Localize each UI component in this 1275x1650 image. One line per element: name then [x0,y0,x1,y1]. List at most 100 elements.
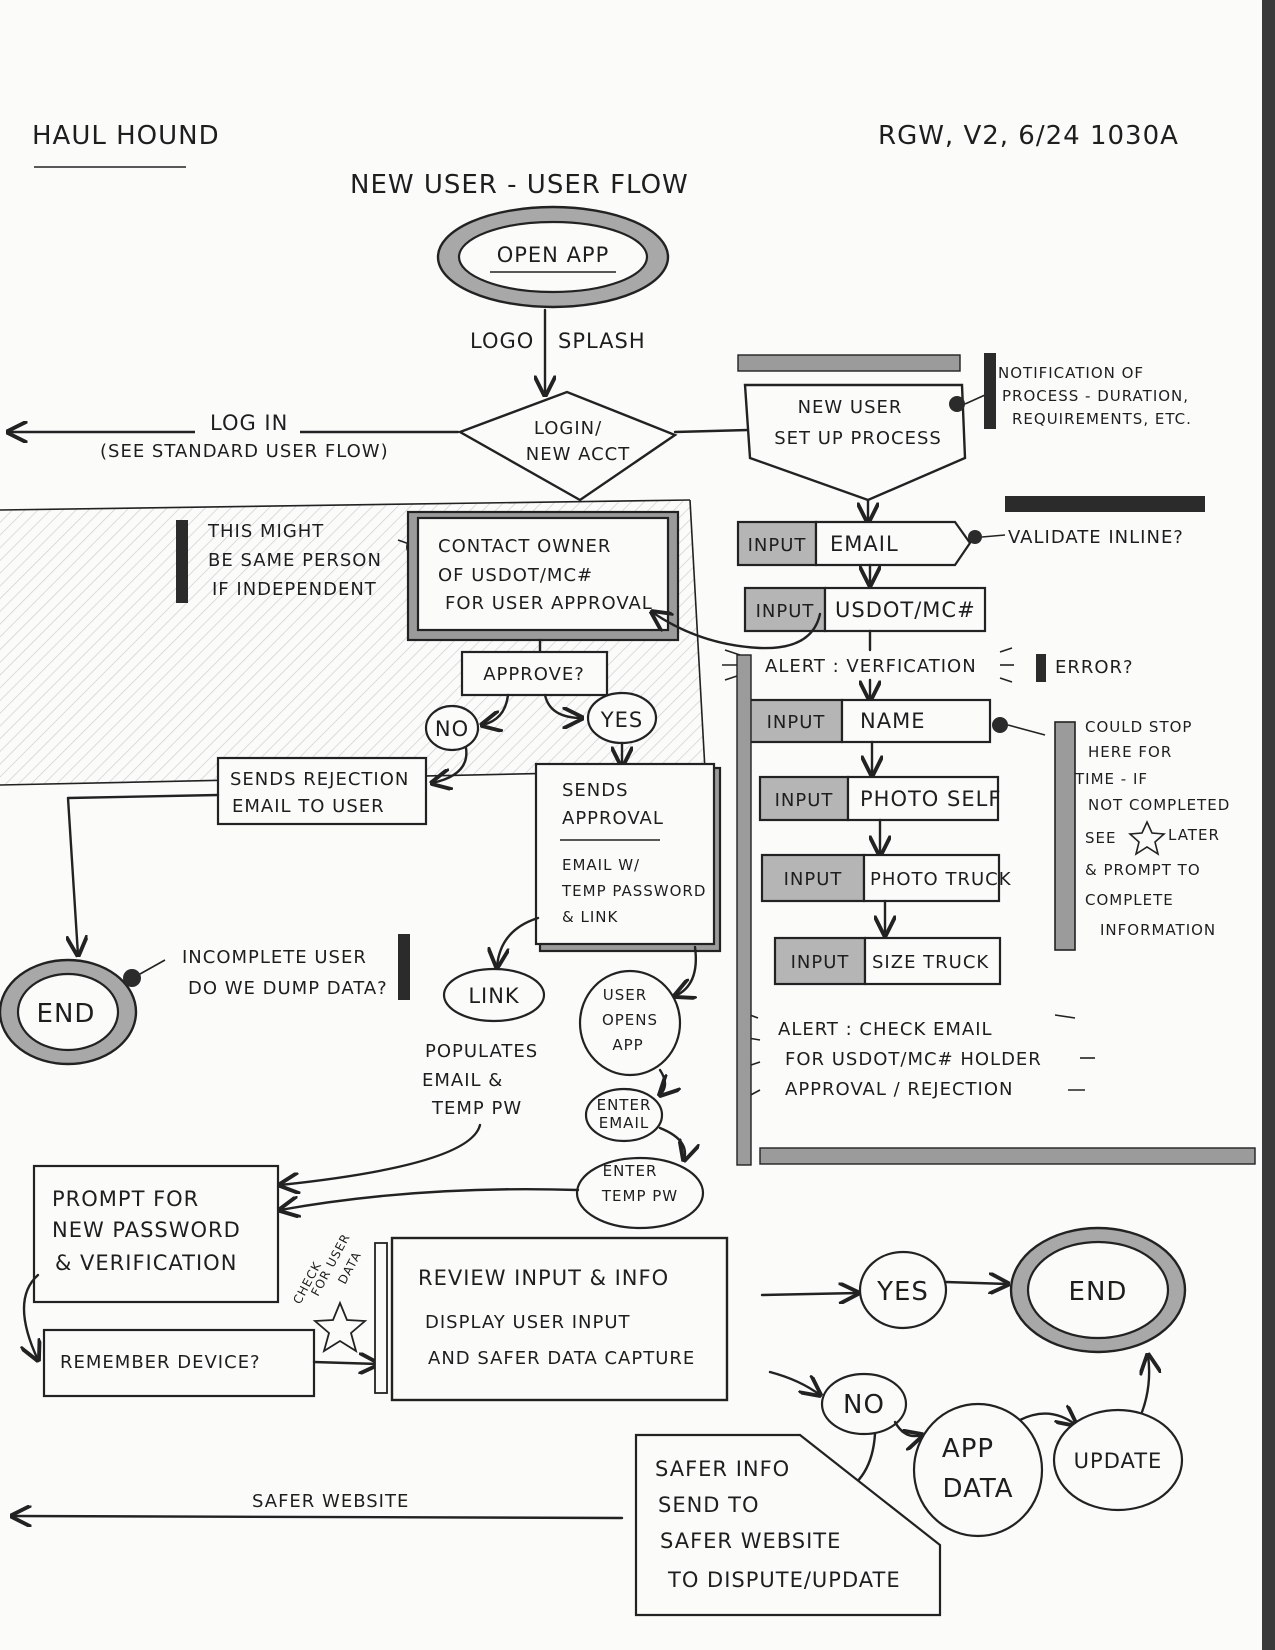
sends-approval-title: APPROVAL [562,808,664,829]
input-tag: INPUT [756,601,815,622]
decision-line-1: LOGIN/ [534,418,602,439]
setup-process-shape: NEW USER SET UP PROCESS [743,383,967,502]
populates-note: POPULATES EMAIL & TEMP PW [422,1041,538,1119]
incomplete-bar [398,934,410,1000]
field-cell [863,936,1002,986]
stop-note-line: COULD STOP [1085,718,1192,736]
enter-email-node [584,1087,664,1143]
field-label-name: NAME [860,709,925,733]
splash-left-label: LOGO [470,329,534,353]
end-label: END [37,999,96,1029]
no-label: NO [435,717,469,741]
field-cell [840,698,992,744]
incomplete-dot [123,969,141,987]
safer-info-line: TO DISPUTE/UPDATE [667,1568,901,1592]
enter-temp-pw-node [575,1156,705,1230]
stop-note-line: HERE FOR [1088,743,1172,761]
user-opens-app-line: OPENS [602,1011,658,1029]
validate-note: VALIDATE INLINE? [1008,527,1184,548]
input-tag-cell [760,853,866,903]
arrow-populates-to-prompt [280,1123,482,1185]
review-title: REVIEW INPUT & INFO [418,1266,669,1290]
alert-tick [1054,1014,1076,1019]
star-icon [1128,820,1166,856]
no-node [424,704,480,752]
input-tag-cell [748,698,844,744]
contact-owner-line: CONTACT OWNER [438,536,611,557]
arrow-to-safer-website [12,1516,624,1518]
arrow-approve-to-yes [543,693,582,718]
end-terminal-right: END [1009,1226,1187,1354]
alert-tick [724,649,741,656]
login-label: LOG IN [210,411,288,435]
prompt-password-line: PROMPT FOR [52,1187,199,1211]
stop-note-line: SEE [1085,829,1116,847]
field-cell [814,520,972,567]
populates-line: POPULATES [425,1041,538,1062]
alert-verification: ALERT : VERFICATION [722,647,1014,683]
user-opens-app-line: APP [612,1036,643,1054]
arrow-email-to-temp-pw [658,1126,685,1160]
usdot-input-row: INPUT USDOT/MC# [743,586,987,633]
note-leader [964,394,986,405]
arrow-update-to-end [1142,1355,1149,1414]
alert-check-email: ALERT : CHECK EMAIL FOR USDOT/MC# HOLDER… [741,1011,1095,1100]
arrow-yes-to-end [944,1282,1008,1284]
setup-shaded-bar [737,354,961,372]
same-person-bar [176,520,188,603]
field-label-size-truck: SIZE TRUCK [872,952,989,973]
final-end-label: END [1069,1277,1128,1307]
enter-email-line: EMAIL [599,1114,649,1132]
app-data-line: APP [942,1434,994,1464]
populates-line: TEMP PW [431,1098,522,1119]
arrow-review-to-yes [760,1293,858,1295]
login-label-bg [195,410,300,436]
remember-device-box: REMEMBER DEVICE? [42,1328,316,1398]
field-label-email: EMAIL [830,532,899,556]
approve-box [460,650,609,697]
arrow-remember-to-review [312,1362,378,1364]
remember-device-label: REMEMBER DEVICE? [60,1352,261,1373]
incomplete-line: INCOMPLETE USER [182,947,367,968]
app-data-line: DATA [943,1474,1014,1504]
stop-leader [1007,724,1046,736]
same-person-line: IF INDEPENDENT [212,579,377,600]
incomplete-note: INCOMPLETE USER DO WE DUMP DATA? [182,947,387,999]
incomplete-leader [139,959,166,975]
user-opens-app-node [578,969,682,1077]
stop-note-line: TIME - IF [1074,770,1148,788]
field-label-usdot: USDOT/MC# [835,598,976,622]
arrow-prompt-to-remember [24,1273,38,1360]
connector-to-setup [673,428,750,434]
safer-info-line: SAFER WEBSITE [660,1529,841,1553]
link-node [442,967,546,1023]
approve-decision-box: APPROVE? [460,650,609,697]
user-opens-app-line: USER [603,986,647,1004]
update-node [1052,1408,1184,1512]
final-yes-label: YES [876,1277,929,1307]
photo-truck-input-row: INPUT PHOTO TRUCK [760,853,1011,903]
revision-meta: RGW, V2, 6/24 1030A [878,121,1179,151]
input-tag: INPUT [791,952,850,973]
size-truck-input-row: INPUT SIZE TRUCK [773,936,1002,986]
error-note: ERROR? [1055,657,1134,678]
safer-info-line: SAFER INFO [655,1457,790,1481]
safer-info-box: SAFER INFO SEND TO SAFER WEBSITE TO DISP… [634,1433,942,1617]
stop-note-line: NOT COMPLETED [1088,796,1230,814]
field-cell [846,775,1000,822]
yes-label: YES [600,708,643,732]
stop-dot [992,717,1008,733]
open-app-label: OPEN APP [497,243,610,267]
note-dot [949,396,965,412]
arrow-approval-to-link [497,916,540,967]
field-cell [862,853,1001,903]
alert-tick [999,677,1013,683]
prompt-password-card [32,1164,280,1304]
alert-tick [999,647,1013,653]
alert-check-line: ALERT : CHECK EMAIL [778,1019,993,1040]
star-icon [312,1300,368,1353]
sends-approval-box: SENDS APPROVAL EMAIL W/ TEMP PASSWORD & … [534,762,722,953]
safer-website-label: SAFER WEBSITE [252,1491,409,1512]
error-bar [1036,654,1046,682]
